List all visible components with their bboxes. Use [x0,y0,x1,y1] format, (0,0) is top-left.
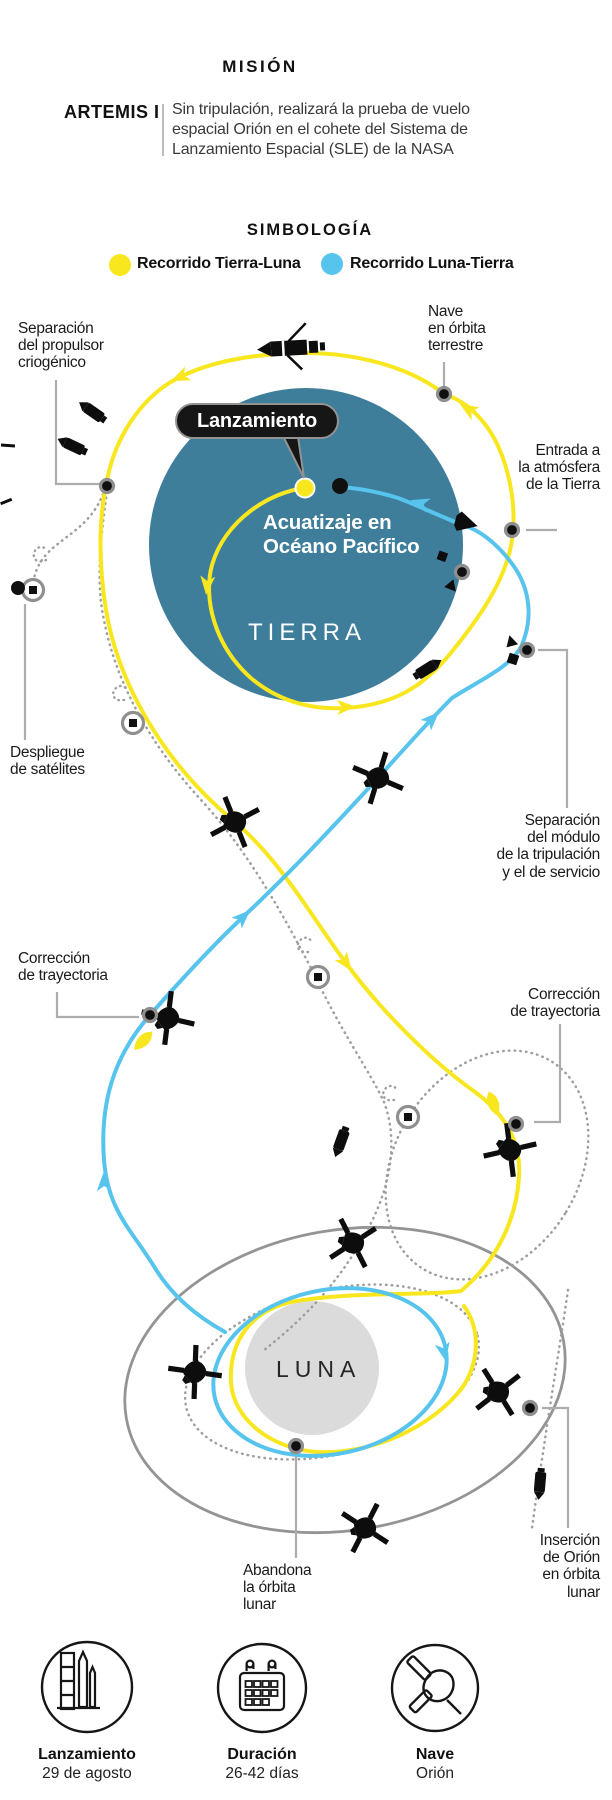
calendar-icon [238,1659,286,1712]
annotation-cryo-separation: Separación del propulsor criogénico [18,320,104,372]
section-title-mision: MISIÓN [222,57,298,76]
launch-dot [294,477,316,499]
orion-spacecraft-icon [406,1655,462,1715]
course-correction-marker [141,1006,159,1024]
orion-craft-icon [340,1501,390,1555]
annotation-satellite-deploy: Despliegue de satélites [10,744,85,779]
moon-circle [245,1301,379,1435]
footer-title-launch: Lanzamiento [38,1746,136,1763]
footer-subtitle-ship: Orión [416,1765,454,1782]
legend-title: SIMBOLOGÍA [246,221,374,239]
separation-debris-icons [0,443,520,666]
annotation-course-correction-left: Corrección de trayectoria [18,950,108,985]
footer-title-duration: Duración [227,1746,297,1763]
moon-label: LUNA [276,1356,362,1382]
legend-swatch-outbound [109,254,131,276]
booster-stage-icon [75,397,109,426]
earth-circle [149,388,463,702]
dotted-curl [111,684,128,702]
legend-label-outbound: Recorrido Tierra-Luna [137,255,301,272]
orion-craft-icon [474,1367,522,1417]
module-separation-marker [518,641,536,659]
event-marker [453,563,471,581]
splashdown-dot [332,478,348,494]
leave-lunar-orbit-marker [287,1437,305,1455]
cryo-separation-marker [98,477,116,495]
mission-name: ARTEMIS I [64,102,160,122]
satellite-deploy-marker [395,1104,421,1130]
splashdown-label: Acuatizaje en Océano Pacífico [263,511,420,558]
route-earth-to-moon [98,350,522,1455]
satellite-deploy-marker [120,710,146,736]
annotation-course-correction-right: Corrección de trayectoria [510,986,600,1021]
launch-callout: Lanzamiento [175,403,339,439]
annotation-leave-lunar-orbit: Abandona la órbita lunar [243,1562,312,1614]
satellite-deploy-marker [305,964,331,990]
legend-swatch-return [321,253,343,275]
booster-stage-icon [55,433,89,458]
sls-rocket-icon [254,321,328,373]
atmosphere-entry-marker [503,521,521,539]
footer-title-ship: Nave [415,1746,455,1763]
legend-label-return: Recorrido Luna-Tierra [350,255,514,272]
event-dot [11,581,25,595]
dotted-curl [381,1084,398,1102]
satellite-deploy-marker [20,577,46,603]
lunar-insertion-marker [521,1399,539,1417]
orion-craft-icon [481,1120,539,1180]
earth-label: TIERRA [248,619,367,646]
dotted-curl [295,935,313,954]
mission-description: Sin tripulación, realizará la prueba de … [172,101,470,158]
upper-stage-icon [533,1467,547,1501]
burn-flame-icon [129,1027,157,1055]
footer-subtitle-duration: 26-42 días [225,1765,299,1782]
dotted-curl [30,544,50,565]
leader-lines [23,362,570,1558]
annotation-lunar-insertion: Inserción de Orión en órbita lunar [539,1532,601,1601]
course-correction-marker [507,1115,525,1133]
footer-subtitle-launch: 29 de agosto [42,1765,132,1782]
earth-orbit-marker [435,385,453,403]
annotation-module-separation: Separación del módulo de la tripulación … [496,812,601,881]
annotation-atmosphere-entry: Entrada a la atmósfera de la Tierra [518,442,600,494]
rocket-launchpad-icon [57,1649,100,1711]
launch-callout-label: Lanzamiento [196,409,318,432]
annotation-ship-earth-orbit: Nave en órbita terrestre [428,303,486,355]
header-divider [162,104,164,156]
upper-stage-icon [330,1125,352,1159]
